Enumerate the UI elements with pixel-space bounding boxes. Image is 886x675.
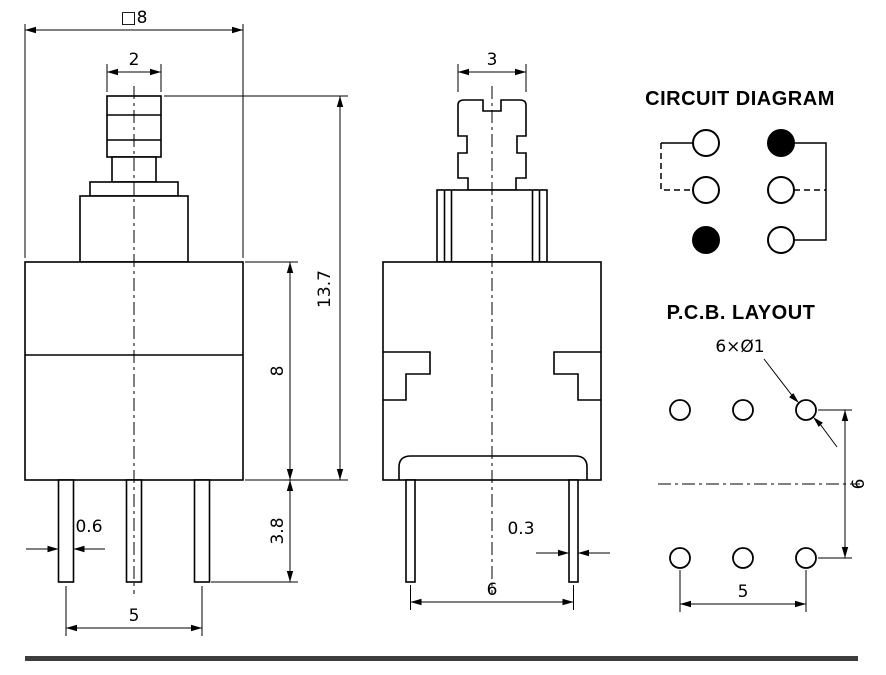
pcb-hole: [795, 399, 817, 421]
pcb-hole: [732, 399, 754, 421]
pcb-layout-title: P.C.B. LAYOUT: [667, 302, 816, 324]
circuit-diagram: CIRCUIT DIAGRAM: [645, 88, 835, 254]
body-snap-step-right: [553, 351, 601, 401]
dim-label-pcb-row-pitch: 6: [849, 479, 869, 490]
terminal-pin: [193, 479, 211, 583]
bottom-divider: [25, 656, 858, 661]
dim-label-plunger-width: 2: [129, 50, 140, 70]
dim-pin-pitch-side: 6: [410, 580, 574, 610]
pcb-hole: [795, 547, 817, 569]
dim-label-plunger-width-side: 3: [487, 50, 498, 70]
circuit-wire: [794, 142, 827, 241]
pcb-layout: P.C.B. LAYOUT 6×Ø1 6 5: [658, 302, 869, 612]
dim-pin-pitch-front: 5: [65, 586, 203, 636]
dim-pcb-row-pitch: 6: [818, 409, 869, 559]
dim-label-pin-pitch-front: 5: [129, 606, 140, 626]
hole-callout-leader: [763, 358, 795, 399]
pcb-hole: [669, 399, 691, 421]
hole-callout-arrow: [813, 417, 823, 427]
dim-label-outer-width: □8: [121, 8, 148, 28]
circuit-pin: [692, 129, 720, 157]
dim-label-pin-thickness: 0.3: [507, 519, 534, 539]
circuit-pin: [767, 176, 795, 204]
dim-total-height: 13.7: [164, 95, 348, 481]
dim-outer-width: □8: [24, 8, 244, 258]
pcb-hole: [669, 547, 691, 569]
circuit-diagram-title: CIRCUIT DIAGRAM: [645, 88, 835, 110]
dim-label-pin-width: 0.6: [75, 517, 102, 537]
dim-label-body-height: 8: [268, 366, 288, 377]
circuit-pin: [692, 176, 720, 204]
dim-label-pin-pitch-side: 6: [487, 580, 498, 600]
terminal-pin-side: [405, 479, 416, 583]
dim-label-total-height: 13.7: [315, 270, 335, 308]
dim-pcb-col-pitch: 5: [679, 570, 807, 612]
dim-pin-thickness: 0.3: [507, 519, 610, 557]
hole-callout-label: 6×Ø1: [715, 337, 764, 357]
dim-pin-length: 3.8: [211, 480, 298, 583]
dim-body-height: 8: [245, 261, 298, 480]
body-snap-step-left: [383, 351, 431, 401]
terminal-pin: [57, 479, 75, 583]
dim-pin-width: 0.6: [26, 517, 105, 553]
hole-callout-arrow: [789, 393, 799, 403]
terminal-pin-side: [568, 479, 579, 583]
dim-plunger-width-side: 3: [457, 50, 527, 92]
hole-callout-leader: [819, 423, 838, 448]
dim-label-pcb-col-pitch: 5: [738, 582, 749, 602]
dim-plunger-width: 2: [106, 50, 162, 92]
circuit-pin: [767, 226, 795, 254]
pcb-hole: [732, 547, 754, 569]
side-view: 3 0.3 6: [382, 50, 610, 610]
circuit-pin: [767, 129, 795, 157]
plunger-collar: [79, 195, 189, 263]
dim-label-pin-length: 3.8: [268, 517, 288, 544]
circuit-wire-dashed: [660, 143, 693, 191]
front-view: □8 2 13.7 8: [24, 8, 348, 636]
body-inner-cavity-line: [398, 455, 588, 480]
switch-body-side: [382, 261, 602, 481]
circuit-pin: [692, 226, 720, 254]
